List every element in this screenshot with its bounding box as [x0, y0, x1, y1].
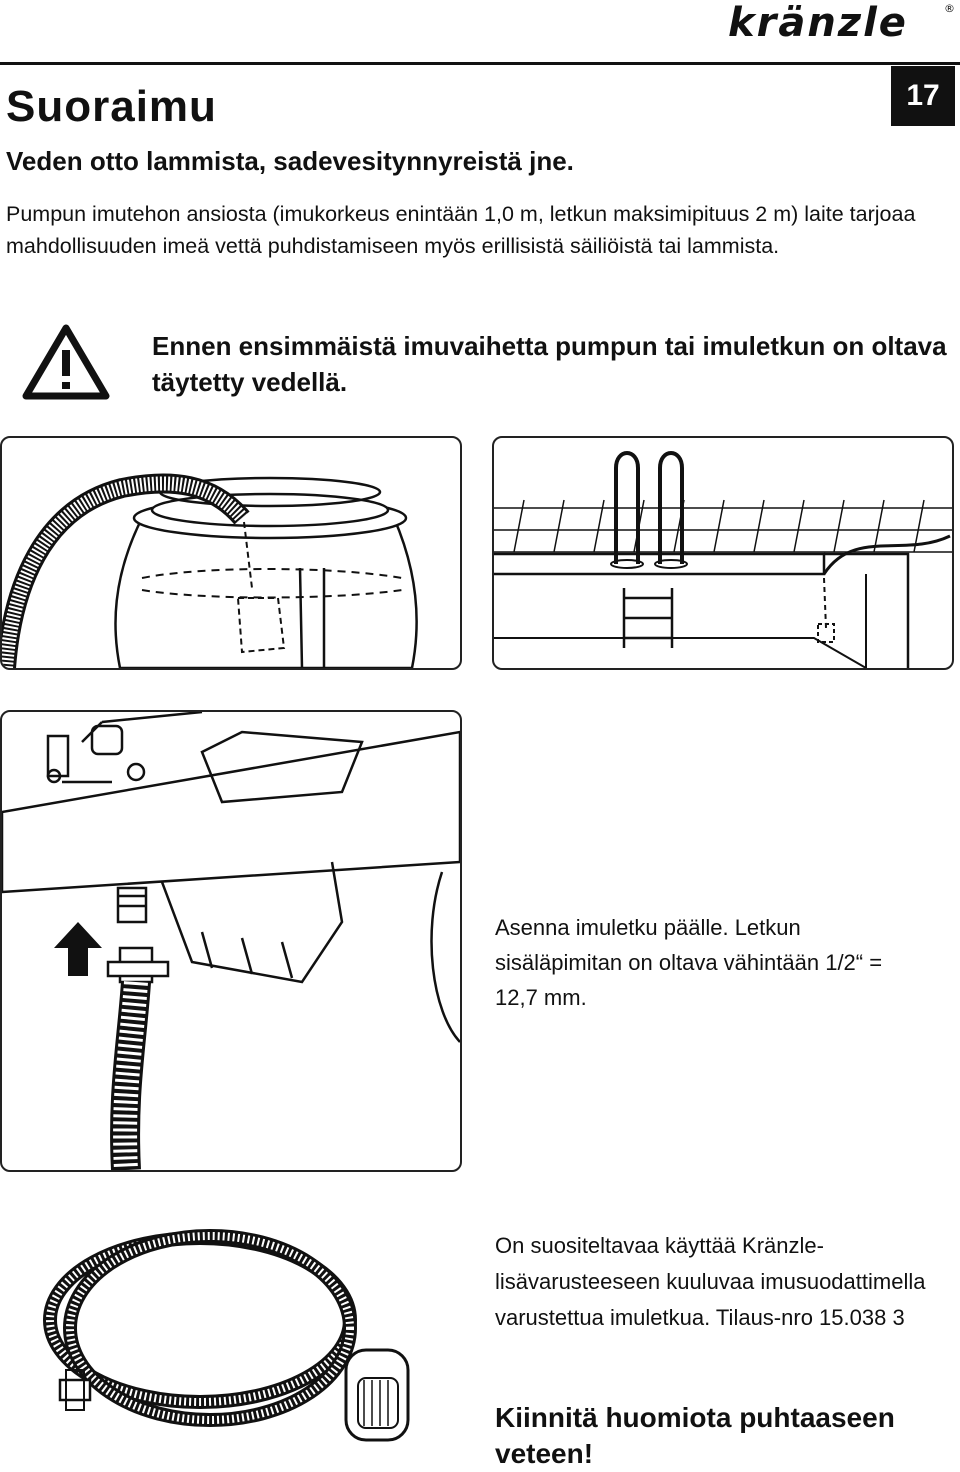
- filter-recommendation-text: On suositeltavaa käyttää Kränzle-lisävar…: [495, 1233, 926, 1330]
- figure-suction-hose-connection: [0, 710, 462, 1172]
- brand-logo: kränzle ®: [728, 0, 956, 44]
- section-subtitle: Veden otto lammista, sadevesitynnyreistä…: [6, 146, 574, 176]
- figure-pool-with-hose: [492, 436, 954, 670]
- clean-water-note: Kiinnitä huomiota puhtaaseen veteen!: [495, 1402, 895, 1469]
- logo-text: kränzle: [728, 0, 908, 44]
- figure-barrel-with-hose: [0, 436, 462, 670]
- warning-triangle-icon: [20, 322, 112, 402]
- intro-paragraph: Pumpun imutehon ansiosta (imukorkeus eni…: [6, 202, 916, 258]
- page-title: Suoraimu: [6, 82, 217, 131]
- header-rule: [0, 62, 960, 65]
- registered-mark: ®: [944, 2, 955, 15]
- figure-suction-hose-with-filter: [40, 1210, 460, 1460]
- warning-text: Ennen ensimmäistä imuvaihetta pumpun tai…: [152, 331, 947, 397]
- hose-installation-text: Asenna imuletku päälle. Letkun sisäläpim…: [495, 915, 883, 1010]
- page-number-badge: 17: [891, 66, 955, 126]
